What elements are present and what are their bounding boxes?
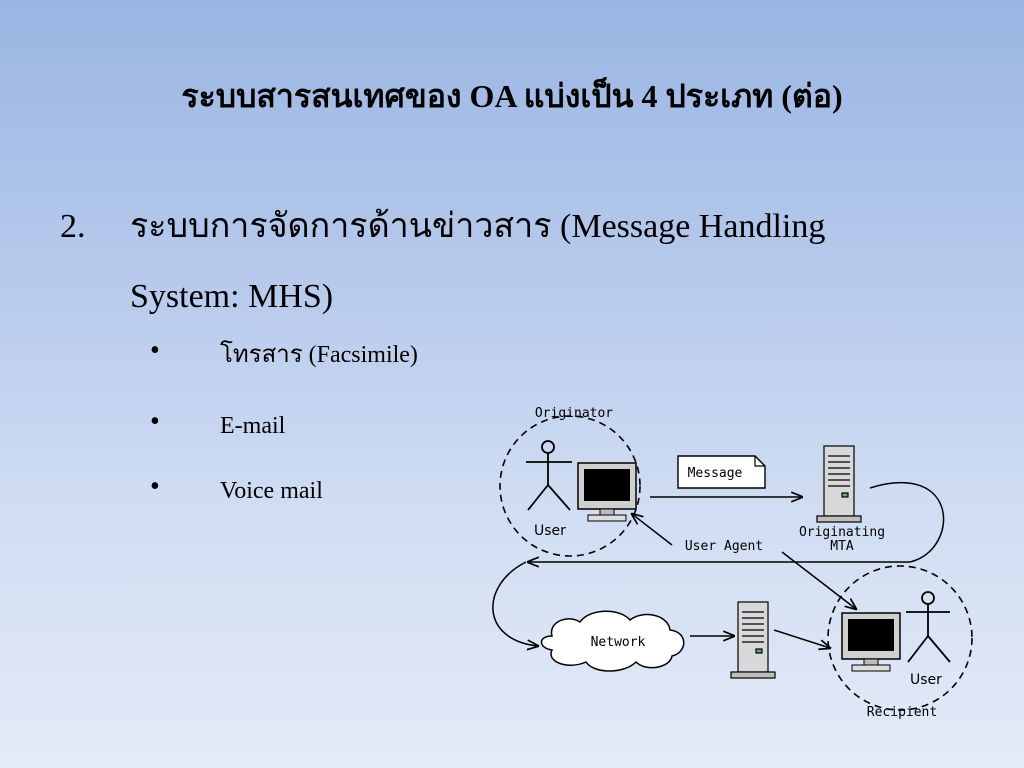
arrow-user-agent-to-sender	[632, 514, 673, 546]
point-text: ระบบการจัดการด้านข่าวสาร (Message Handli…	[130, 208, 826, 315]
monitor-icon	[841, 612, 901, 672]
bullet-item-email: • E-mail	[150, 401, 570, 451]
bullet-item-voice-mail: • Voice mail	[150, 466, 570, 516]
user-figure-icon	[906, 591, 951, 663]
arrow-server-to-recipient	[773, 629, 830, 648]
document-icon	[677, 455, 766, 489]
monitor-icon	[577, 462, 637, 522]
originator-label: Originator	[535, 406, 613, 421]
originating-mta-label-line2: MTA	[830, 539, 854, 554]
recipient-user-label: User	[910, 672, 942, 688]
mhs-diagram: Originator User Message	[490, 400, 990, 730]
arrow-user-agent-to-recipient	[781, 551, 856, 609]
route-to-network	[492, 561, 538, 646]
recipient-label: Recipient	[867, 705, 937, 720]
user-agent-label: User Agent	[685, 539, 763, 554]
message-label: Message	[688, 466, 743, 481]
bullet-dot: •	[150, 335, 160, 366]
bullet-item-facsimile: • โทรสาร (Facsimile)	[150, 330, 570, 380]
recipient-boundary	[827, 565, 973, 711]
server-icon	[816, 445, 862, 523]
server-icon	[730, 601, 776, 679]
cloud-icon	[540, 610, 685, 672]
user-figure-icon	[526, 440, 572, 511]
bullet-dot: •	[150, 471, 160, 502]
bullet-text: E-mail	[220, 413, 286, 439]
originator-boundary	[499, 415, 641, 557]
bullet-text: Voice mail	[220, 478, 323, 504]
bullet-text: โทรสาร (Facsimile)	[220, 342, 418, 368]
originating-mta-label-line1: Originating	[799, 525, 885, 540]
slide-title: ระบบสารสนเทศของ OA แบ่งเป็น 4 ประเภท (ต่…	[181, 78, 843, 114]
sender-user-label: User	[534, 523, 566, 539]
route-from-mta	[869, 481, 945, 563]
bullet-dot: •	[150, 406, 160, 437]
point-number: 2.	[60, 208, 86, 245]
network-label: Network	[591, 635, 646, 650]
